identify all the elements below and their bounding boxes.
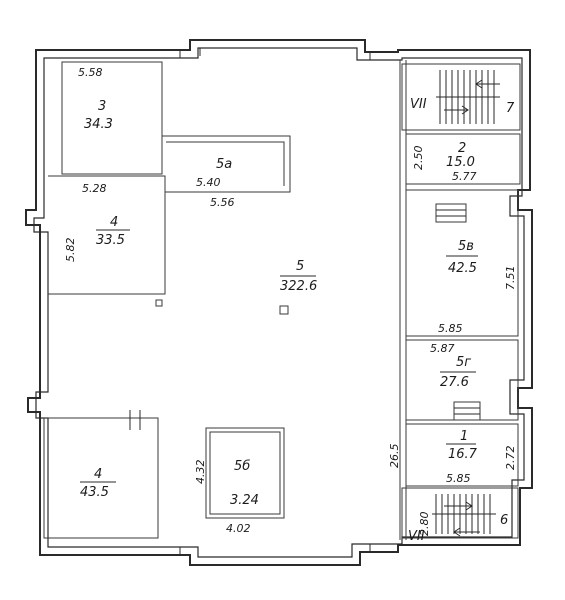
stair-small-lower — [453, 401, 481, 421]
room-1-area: 16.7 — [448, 447, 478, 462]
room-4-bottom-area: 43.5 — [80, 485, 109, 500]
room-5a-walls — [162, 135, 291, 193]
room-5-area: 322.6 — [280, 279, 317, 294]
dim-250: 2.50 — [412, 146, 425, 171]
room-1-number: 1 — [460, 429, 468, 444]
dim-402: 4.02 — [226, 522, 251, 535]
dim-587: 5.87 — [430, 342, 455, 355]
dim-582: 5.82 — [64, 238, 77, 263]
stair-lower-label: VII — [408, 529, 425, 544]
stair-upper — [436, 70, 500, 124]
dim-585-a: 5.85 — [438, 322, 463, 335]
room-5g-area: 27.6 — [440, 375, 469, 390]
room-6-number: 6 — [500, 513, 508, 528]
room-4-bottom-number: 4 — [94, 467, 102, 482]
stair-lower — [432, 494, 496, 534]
room-5b-number: 5б — [234, 459, 250, 474]
dim-272: 2.72 — [504, 446, 517, 471]
dim-577: 5.77 — [452, 170, 477, 183]
room-4-bottom-walls — [43, 417, 159, 539]
room-5a-area: 5.40 — [196, 176, 221, 189]
stair-small-upper — [435, 203, 467, 223]
right-column-walls — [399, 60, 521, 540]
dim-265: 26.5 — [388, 444, 401, 469]
dim-558: 5.58 — [78, 66, 103, 79]
room-7-number: 7 — [506, 101, 515, 116]
dim-280: 2.80 — [418, 512, 431, 537]
room-3-area: 34.3 — [84, 117, 113, 132]
room-5b-area: 3.24 — [230, 493, 259, 508]
stair-arrows — [444, 79, 500, 537]
dim-432: 4.32 — [194, 460, 207, 485]
room-4-top-walls — [48, 175, 166, 295]
dim-751: 7.51 — [504, 266, 517, 291]
dim-585-b: 5.85 — [446, 472, 471, 485]
room-3-number: 3 — [98, 99, 106, 114]
dim-528: 5.28 — [82, 182, 107, 195]
room-5v-number: 5в — [458, 239, 474, 254]
stair-upper-label: VII — [410, 97, 427, 112]
dim-556: 5.56 — [210, 196, 235, 209]
room-5v-area: 42.5 — [448, 261, 477, 276]
room-2-number: 2 — [458, 141, 466, 156]
room-3-walls — [61, 61, 163, 175]
room-2-area: 15.0 — [446, 155, 475, 170]
room-4-top-area: 33.5 — [96, 233, 125, 248]
room-4-top-number: 4 — [110, 215, 118, 230]
room-5-number: 5 — [296, 259, 304, 274]
room-5b-walls — [205, 427, 285, 519]
outer-walls — [25, 39, 533, 566]
room-5g-number: 5г — [456, 355, 471, 370]
room-5a-number: 5a — [216, 157, 232, 172]
